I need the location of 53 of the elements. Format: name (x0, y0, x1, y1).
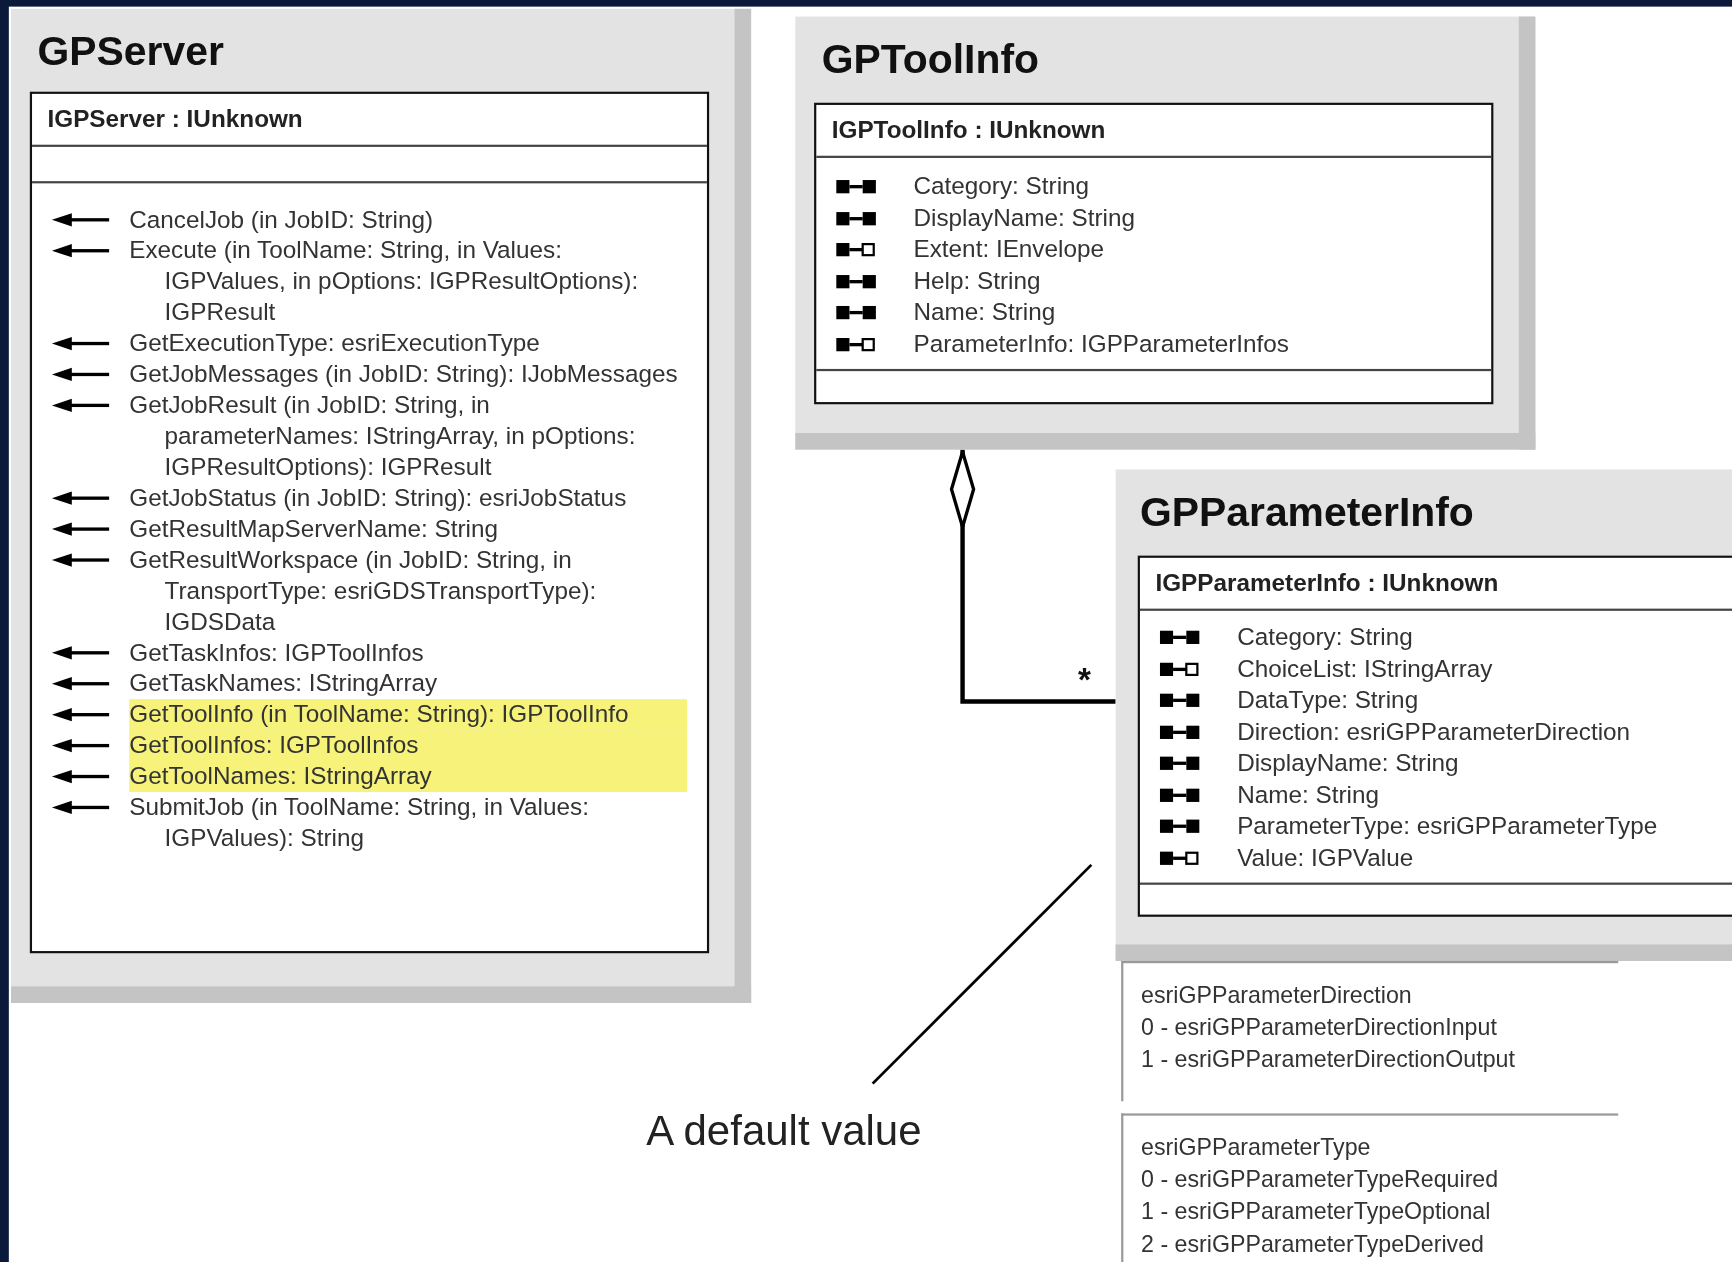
enum-value: 1 - esriGPParameterTypeOptional (1141, 1197, 1492, 1226)
property-name: Direction: esriGPParameterDirection (1237, 716, 1632, 748)
property-name: Category: String (913, 171, 1091, 202)
method-signature: GetResultMapServerName: String (129, 513, 499, 545)
property-name: Name: String (913, 297, 1057, 328)
enum-box (1121, 1113, 1619, 1262)
property-name: ParameterType: esriGPParameterType (1237, 810, 1659, 842)
class-panel (11, 8, 752, 1003)
property-name: Value: IGPValue (1237, 842, 1415, 873)
method-signature: GetResultWorkspace (in JobID: String, in TransportType: esriGDSTransportType): IGDSData (129, 544, 598, 638)
property-name: Help: String (913, 265, 1042, 297)
enum-value: 2 - esriGPParameterTypeDerived (1141, 1229, 1485, 1258)
interface-box (29, 91, 710, 954)
property-name: DisplayName: String (1237, 747, 1460, 779)
method-signature: GetJobResult (in JobID: String, in parameterNames: IStringArray, in pOptions: IGPResultOptions): IGPResult (129, 390, 637, 483)
method-signature: GetToolInfo (in ToolName: String): IGPToolInfo (129, 699, 688, 731)
class-panel (795, 16, 1536, 450)
interface-name: IGPParameterInfo : IUnknown (1155, 568, 1499, 598)
method-signature: GetTaskInfos: IGPToolInfos (129, 637, 425, 669)
method-signature: GetJobStatus (in JobID: String): esriJobStatus (129, 482, 628, 514)
enum-name: esriGPParameterType (1141, 1133, 1372, 1162)
interface-box (814, 102, 1494, 405)
class-panel (1115, 469, 1732, 961)
method-signature: GetExecutionType: esriExecutionType (129, 328, 541, 359)
aggregation-connector (949, 449, 1116, 704)
edge-label: * (1078, 661, 1091, 700)
method-signature: GetToolNames: IStringArray (129, 761, 688, 792)
enum-value: 1 - esriGPParameterDirectionOutput (1141, 1045, 1516, 1074)
enum-value: 0 - esriGPParameterDirectionInput (1141, 1013, 1498, 1042)
property-name: ParameterInfo: IGPParameterInfos (913, 328, 1290, 360)
property-name: ChoiceList: IStringArray (1237, 653, 1494, 685)
class-title: GPServer (37, 28, 224, 76)
property-name: DataType: String (1237, 684, 1420, 716)
enum-box (1121, 961, 1619, 1102)
method-signature: Execute (in ToolName: String, in Values: IGPValues, in pOptions: IGPResultOptions): IGPResult (129, 235, 640, 328)
property-name: DisplayName: String (913, 202, 1136, 234)
interface-box (1137, 555, 1732, 917)
interface-name: IGPToolInfo : IUnknown (831, 116, 1106, 145)
enum-value: 0 - esriGPParameterTypeRequired (1141, 1165, 1500, 1194)
method-signature: SubmitJob (in ToolName: String, in Values: IGPValues): String (129, 792, 590, 854)
class-title: GPParameterInfo (1139, 489, 1474, 536)
class-title: GPToolInfo (821, 36, 1039, 83)
interface-name: IGPServer : IUnknown (47, 104, 303, 134)
enum-name: esriGPParameterDirection (1141, 981, 1413, 1010)
leader-line (871, 863, 1093, 1085)
property-name: Name: String (1237, 779, 1380, 810)
method-signature: GetJobMessages (in JobID: String): IJobMessages (129, 359, 679, 390)
method-signature: GetTaskNames: IStringArray (129, 668, 439, 699)
method-signature: GetToolInfos: IGPToolInfos (129, 730, 688, 762)
property-name: Extent: IEnvelope (913, 234, 1105, 265)
property-name: Category: String (1237, 622, 1414, 653)
method-signature: CancelJob (in JobID: String) (129, 204, 435, 236)
annotation-text: A default value (646, 1107, 922, 1156)
